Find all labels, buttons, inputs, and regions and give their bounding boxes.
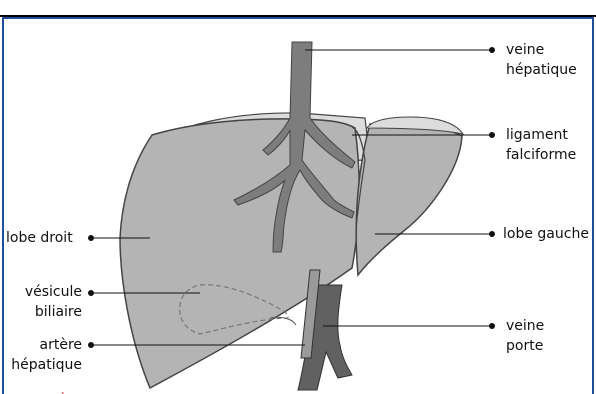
left-lobe [356, 123, 462, 275]
label-lobe-gauche: lobe gauche [503, 226, 589, 242]
dot-veine-porte [489, 323, 495, 329]
label-artere-1: artère [40, 337, 83, 353]
label-vesicule-2: biliaire [35, 304, 82, 320]
label-artere-2: hépatique [11, 357, 82, 373]
dot-veine-hepatique [489, 47, 495, 53]
label-ligament-1: ligament [506, 127, 568, 143]
label-veine-hepatique-2: hépatique [506, 62, 577, 78]
label-veine-porte-1: veine [506, 318, 544, 334]
dot-ligament [489, 132, 495, 138]
label-veine-porte-2: porte [506, 338, 543, 354]
dot-lobe-gauche [489, 231, 495, 237]
label-ligament-2: falciforme [506, 147, 576, 163]
dot-lobe-droit [88, 235, 94, 241]
label-lobe-droit: lobe droit [6, 230, 73, 246]
label-veine-hepatique-1: veine [506, 42, 544, 58]
dot-vesicule [88, 290, 94, 296]
label-vesicule-1: vésicule [25, 284, 82, 300]
dot-artere [88, 342, 94, 348]
